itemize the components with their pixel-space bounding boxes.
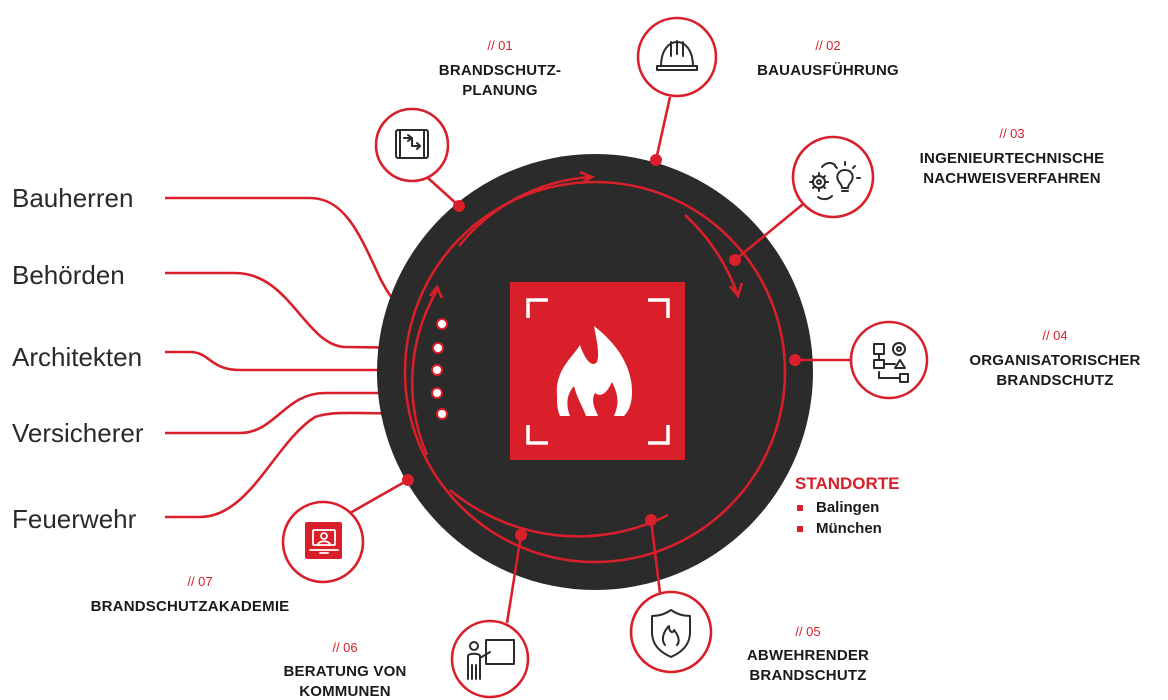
service-title-03-line1: INGENIEURTECHNISCHE — [920, 150, 1105, 167]
service-title-07-line1: BRANDSCHUTZAKADEMIE — [91, 598, 290, 615]
gear-lightbulb-icon — [809, 161, 861, 201]
service-title-06-line2: KOMMUNEN — [299, 683, 391, 700]
inner-ring — [403, 180, 787, 564]
service-title-05-line1: ABWEHRENDER — [747, 647, 869, 664]
service-node-07 — [281, 500, 365, 584]
service-number-01: // 01 — [487, 38, 512, 53]
flame-logo-icon — [556, 326, 632, 416]
service-number-05: // 05 — [795, 624, 820, 639]
service-title-05-line2: BRANDSCHUTZ — [749, 667, 866, 684]
service-node-02 — [636, 16, 718, 98]
entry-dot-behoerden — [432, 342, 444, 354]
ring-dot-07 — [402, 474, 414, 486]
ring-dot-04 — [789, 354, 801, 366]
service-node-06 — [450, 619, 530, 699]
service-title-04-line1: ORGANISATORISCHER — [969, 352, 1140, 369]
service-number-07: // 07 — [187, 574, 212, 589]
entry-dot-feuerwehr — [436, 408, 448, 420]
entry-dot-bauherren — [436, 318, 448, 330]
shield-flame-icon — [651, 609, 691, 658]
hard-hat-icon — [656, 40, 698, 71]
connector-02 — [654, 96, 672, 161]
service-title-06-line1: BERATUNG VON — [284, 663, 407, 680]
arc-arrow-left — [428, 284, 444, 299]
service-node-01 — [374, 107, 450, 183]
arc-top — [457, 175, 591, 247]
ring-dot-01 — [453, 200, 465, 212]
service-number-06: // 06 — [332, 640, 357, 655]
connector-05 — [649, 519, 662, 594]
service-title-01-line1: BRANDSCHUTZ- — [439, 62, 561, 79]
arc-bottom — [449, 489, 669, 538]
service-node-04 — [849, 320, 929, 400]
service-title-02-line1: BAUAUSFÜHRUNG — [757, 62, 899, 79]
service-title-03-line2: NACHWEISVERFAHREN — [923, 170, 1101, 187]
connector-06 — [505, 534, 523, 624]
connector-behoerden — [165, 271, 437, 350]
arc-arrow-top — [579, 170, 596, 185]
service-node-03 — [791, 135, 875, 219]
connector-versicherer — [165, 391, 436, 435]
workflow-icon — [873, 342, 909, 383]
service-number-03: // 03 — [999, 126, 1024, 141]
connector-feuerwehr — [165, 411, 443, 519]
entry-dot-versicherer — [431, 387, 443, 399]
service-number-04: // 04 — [1042, 328, 1067, 343]
connector-03 — [734, 198, 809, 262]
location-bullet-2 — [797, 526, 803, 532]
presenter-board-icon — [467, 639, 515, 680]
stakeholder-versicherer: Versicherer — [12, 418, 144, 448]
service-node-05 — [629, 590, 713, 674]
teacher-icon — [309, 529, 339, 554]
stakeholder-bauherren: Bauherren — [12, 183, 133, 213]
service-number-02: // 02 — [815, 38, 840, 53]
location-item-1: Balingen — [816, 499, 879, 516]
service-title-04-line2: BRANDSCHUTZ — [996, 372, 1113, 389]
center-logo — [510, 282, 685, 460]
stakeholder-architekten: Architekten — [12, 342, 142, 372]
connector-07 — [349, 478, 409, 515]
arc-arrow-right — [728, 282, 744, 299]
ring-dot-05 — [645, 514, 657, 526]
ring-dot-03 — [729, 254, 741, 266]
arc-left — [410, 289, 439, 456]
connector-architekten — [165, 350, 436, 372]
stakeholder-feuerwehr: Feuerwehr — [12, 504, 137, 534]
locations-title: STANDORTE — [795, 474, 900, 493]
entry-dot-architekten — [431, 364, 443, 376]
ring-dot-02 — [650, 154, 662, 166]
stakeholder-behoerden: Behörden — [12, 260, 125, 290]
location-item-2: München — [816, 520, 882, 537]
service-title-01-line2: PLANUNG — [462, 82, 538, 99]
connector-01 — [427, 177, 460, 207]
ring-dot-06 — [515, 529, 527, 541]
location-bullet-1 — [797, 505, 803, 511]
arc-right — [684, 214, 739, 294]
blueprint-icon — [395, 129, 429, 159]
